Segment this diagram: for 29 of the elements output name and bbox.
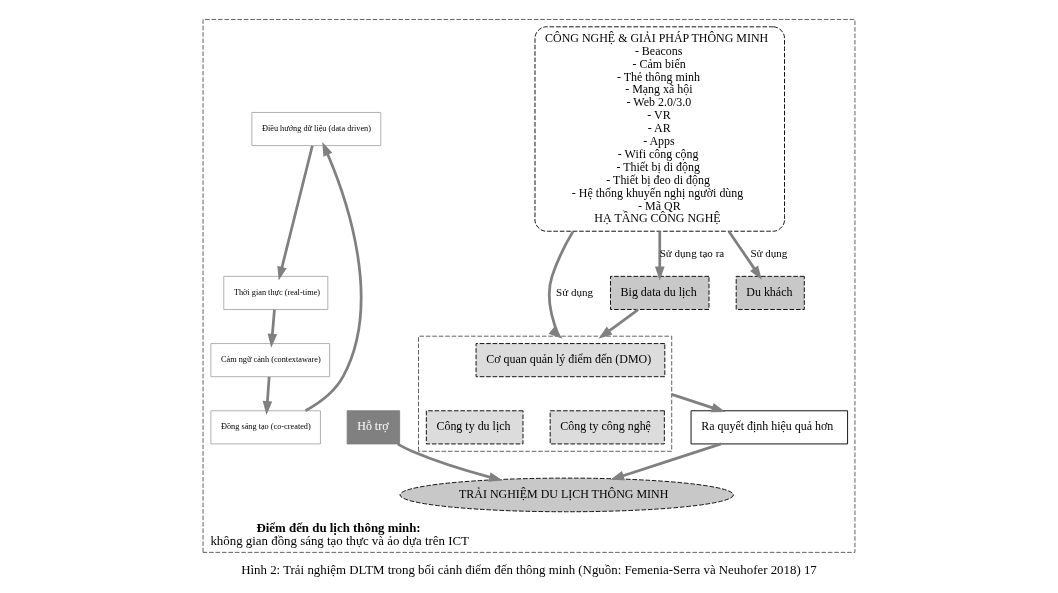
node-box: Cảm ngữ cảnh (contextaware) bbox=[210, 343, 331, 378]
arrow bbox=[654, 231, 665, 281]
arrow bbox=[547, 230, 575, 339]
caption: Hình 2: Trải nghiệm DLTM trong bối cảnh điểm đến thông minh (Nguồn: Femenia-Serra và Neuhofer 2018) 17 bbox=[241, 562, 817, 577]
node-box: Đồng sáng tạo (co-created) bbox=[210, 410, 321, 445]
node-box: Big data du lịch bbox=[610, 275, 710, 310]
node-box: Du khách bbox=[735, 275, 805, 310]
node-box: Điều hướng dữ liệu (data driven) bbox=[251, 112, 382, 147]
arrow bbox=[598, 308, 639, 339]
node-box: Công ty du lịch bbox=[425, 410, 524, 445]
arrow bbox=[304, 142, 363, 412]
arrow bbox=[671, 393, 726, 413]
node-box: Hỗ trợ bbox=[346, 410, 401, 445]
node-box: Ra quyết định hiệu quả hơn bbox=[690, 410, 849, 445]
arrow bbox=[262, 376, 273, 415]
edge-label: Sử dụng bbox=[556, 285, 594, 298]
arrow bbox=[727, 230, 762, 280]
arrow bbox=[277, 145, 314, 281]
node-box: Công ty công nghệ bbox=[549, 410, 665, 445]
cluster bbox=[418, 335, 673, 452]
arrow bbox=[397, 442, 503, 482]
node-box: Cơ quan quản lý điểm đến (DMO) bbox=[475, 343, 666, 378]
arrow bbox=[267, 309, 278, 348]
edge-label: Sử dụng tạo ra bbox=[659, 246, 725, 259]
node-box: CÔNG NGHỆ & GIẢI PHÁP THÔNG MINH - Beacons - Cảm biến - Thẻ thông minh - Mạng xã hội - Web 2.0/3.0 - VR - AR - Apps - Wifi công cộng - Thiết bị di động - Thiết bị đeo di động - Hệ thống khuyến nghị người dùng - Mã QR HẠ TẦNG CÔNG NGHỆ bbox=[534, 26, 785, 232]
node-ellipse: TRẢI NGHIỆM DU LỊCH THÔNG MINH bbox=[399, 477, 734, 513]
arrow bbox=[610, 442, 722, 481]
edge-label: Sử dụng bbox=[750, 246, 788, 259]
node-box: Thời gian thực (real-time) bbox=[223, 275, 329, 310]
